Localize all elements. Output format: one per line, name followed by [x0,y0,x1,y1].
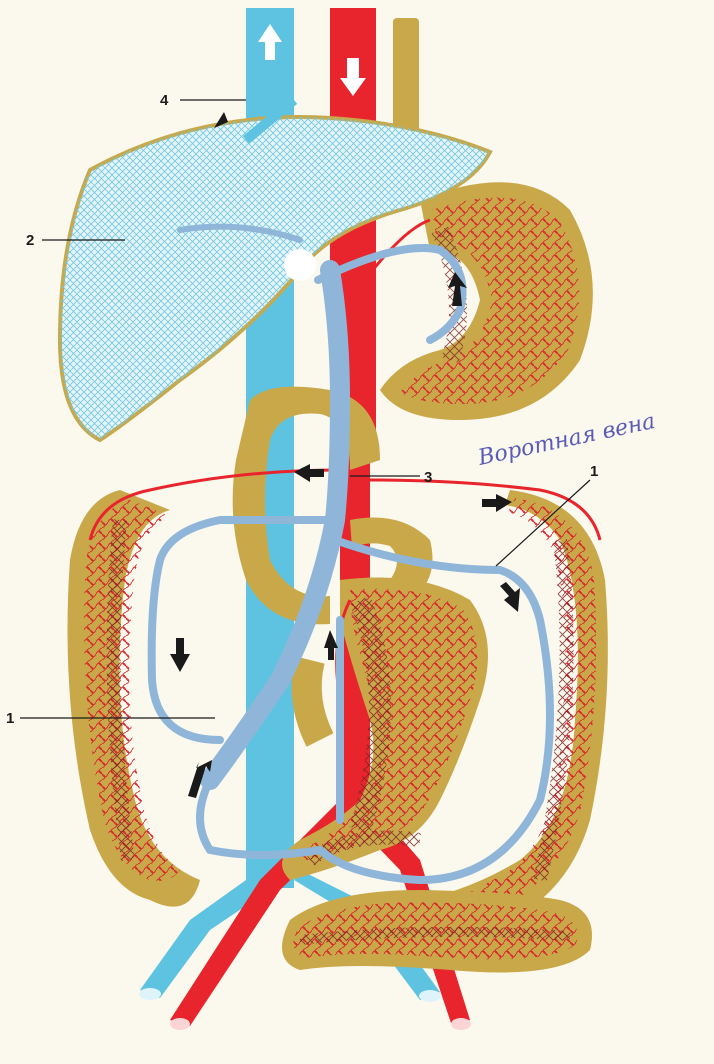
esophagus [393,18,419,138]
label-3: 3 [424,469,432,486]
label-2: 2 [26,232,34,249]
label-1-right: 1 [590,463,598,480]
label-4: 4 [160,92,169,109]
label-1-left: 1 [6,710,14,727]
